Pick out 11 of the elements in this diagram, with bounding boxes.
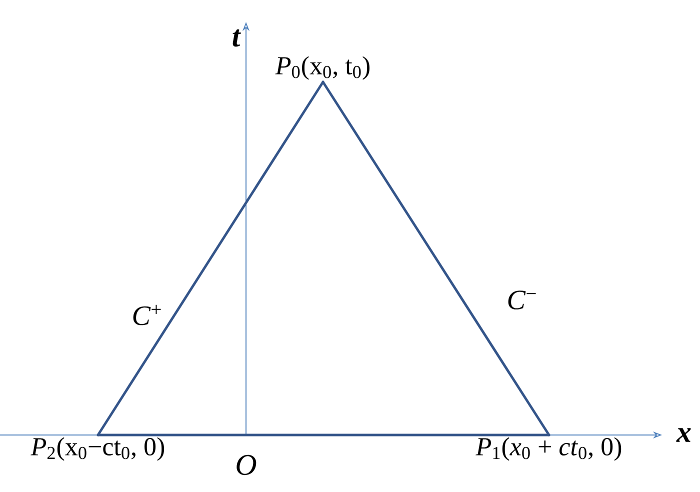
point-label: P$_{0}$(x$_{0}$, t$_{0}$) (275, 56, 370, 80)
axis-label: t (232, 29, 241, 47)
origin-label: O (236, 454, 256, 476)
triangle-side (322, 80, 550, 436)
characteristic-label: C$^{+}$ (130, 304, 164, 326)
axis-label: x (676, 428, 691, 442)
point-label: P$_{2}$(x$_{0}$−ct$_{0}$, 0) (30, 437, 164, 461)
triangle-side (96, 434, 550, 436)
triangle-side (96, 80, 324, 436)
characteristic-label: C$^{−}$ (506, 290, 538, 310)
point-label: P$_{1}$(x$_{0}$ + ct$_{0}$, 0) (476, 437, 622, 461)
